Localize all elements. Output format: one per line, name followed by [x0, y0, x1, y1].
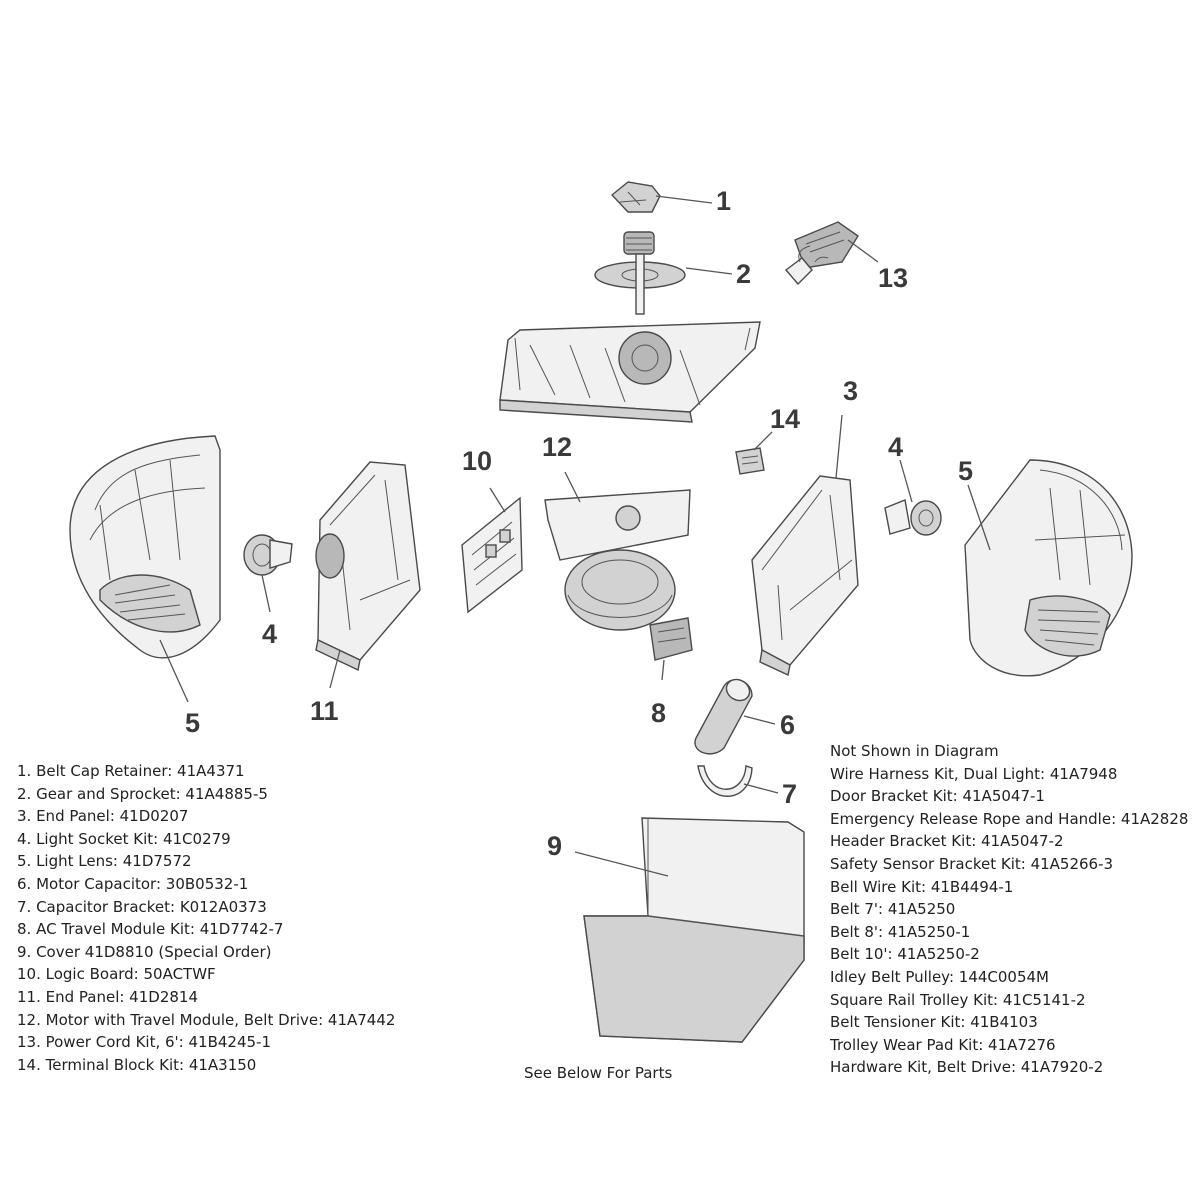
part-5-light-lens-right: 5 — [958, 456, 1133, 677]
callout-12: 12 — [542, 432, 572, 462]
part-3-end-panel: 3 — [751, 376, 859, 677]
callout-10: 10 — [462, 446, 492, 476]
not-shown-item: Belt Tensioner Kit: 41B4103 — [830, 1013, 1038, 1032]
part-10-logic-board: 10 — [461, 446, 523, 614]
parts-list-item: 1. Belt Cap Retainer: 41A4371 — [17, 762, 245, 780]
callout-9: 9 — [547, 831, 562, 861]
not-shown-item: Belt 7': 41A5250 — [830, 900, 956, 919]
part-11-end-panel: 11 — [310, 461, 421, 726]
parts-list-item: 10. Logic Board: 50ACTWF — [17, 965, 216, 984]
not-shown-item: Header Bracket Kit: 41A5047-2 — [830, 832, 1064, 851]
part-8-ac-travel-module: 8 — [649, 617, 693, 728]
not-shown-item: Square Rail Trolley Kit: 41C5141-2 — [830, 990, 1086, 1009]
callout-4-left: 4 — [262, 619, 277, 649]
parts-list-item: 11. End Panel: 41D2814 — [17, 987, 198, 1006]
not-shown-item: Safety Sensor Bracket Kit: 41A5266-3 — [830, 854, 1114, 873]
parts-list-item: 3. End Panel: 41D0207 — [17, 807, 189, 826]
callout-5-left: 5 — [185, 708, 200, 738]
callout-7: 7 — [782, 779, 797, 809]
part-12-motor: 12 — [542, 432, 691, 631]
callout-6: 6 — [780, 710, 795, 740]
part-4-light-socket-right: 4 — [884, 432, 942, 536]
part-14-terminal-block-kit: 14 — [735, 404, 800, 475]
part-13-power-cord-kit: 13 — [784, 221, 908, 293]
parts-list: 1. Belt Cap Retainer: 41A4371 2. Gear an… — [17, 760, 395, 1076]
not-shown-heading: Not Shown in Diagram — [830, 742, 999, 760]
part-7-capacitor-bracket: 7 — [697, 765, 797, 809]
callout-3: 3 — [843, 376, 858, 406]
parts-list-item: 12. Motor with Travel Module, Belt Drive… — [17, 1010, 396, 1029]
part-2-gear-and-sprocket: 2 — [594, 231, 751, 315]
callout-14: 14 — [770, 404, 800, 434]
not-shown-item: Door Bracket Kit: 41A5047-1 — [830, 787, 1045, 806]
not-shown-item: Trolley Wear Pad Kit: 41A7276 — [830, 1035, 1056, 1054]
not-shown-item: Belt 10': 41A5250-2 — [830, 945, 980, 964]
chassis-base-plate — [499, 321, 761, 423]
parts-list-item: 4. Light Socket Kit: 41C0279 — [17, 829, 231, 848]
parts-list-item: 6. Motor Capacitor: 30B0532-1 — [17, 874, 249, 893]
parts-list-item: 13. Power Cord Kit, 6': 41B4245-1 — [17, 1033, 272, 1052]
parts-list-item: 2. Gear and Sprocket: 41A4885-5 — [17, 784, 268, 803]
callout-2: 2 — [736, 259, 751, 289]
callout-13: 13 — [878, 263, 908, 293]
parts-list-item: 7. Capacitor Bracket: K012A0373 — [17, 897, 267, 916]
part-5-light-lens-left: 5 — [69, 435, 221, 738]
not-shown-item: Idley Belt Pulley: 144C0054M — [830, 967, 1050, 986]
part-4-light-socket-left: 4 — [243, 534, 293, 649]
part-1-belt-cap-retainer: 1 — [610, 181, 731, 216]
not-shown-item: Hardware Kit, Belt Drive: 41A7920-2 — [830, 1058, 1104, 1077]
parts-list-item: 8. AC Travel Module Kit: 41D7742-7 — [17, 920, 284, 939]
see-below-note: See Below For Parts — [524, 1064, 673, 1082]
part-6-motor-capacitor: 6 — [694, 678, 795, 755]
not-shown-item: Bell Wire Kit: 41B4494-1 — [830, 877, 1014, 896]
callout-5-right: 5 — [958, 456, 973, 486]
callout-8: 8 — [651, 698, 666, 728]
not-shown-item: Wire Harness Kit, Dual Light: 41A7948 — [830, 764, 1118, 783]
not-shown-item: Emergency Release Rope and Handle: 41A28… — [830, 809, 1189, 828]
callout-11: 11 — [310, 696, 339, 726]
parts-list-item: 14. Terminal Block Kit: 41A3150 — [17, 1055, 257, 1074]
parts-list-item: 5. Light Lens: 41D7572 — [17, 852, 192, 871]
callout-4-right: 4 — [888, 432, 903, 462]
not-shown-item: Belt 8': 41A5250-1 — [830, 922, 971, 941]
parts-list-item: 9. Cover 41D8810 (Special Order) — [17, 942, 272, 961]
callout-1: 1 — [716, 186, 731, 216]
not-shown-list: Not Shown in Diagram Wire Harness Kit, D… — [830, 740, 1188, 1079]
part-9-cover: 9 — [547, 817, 805, 1043]
